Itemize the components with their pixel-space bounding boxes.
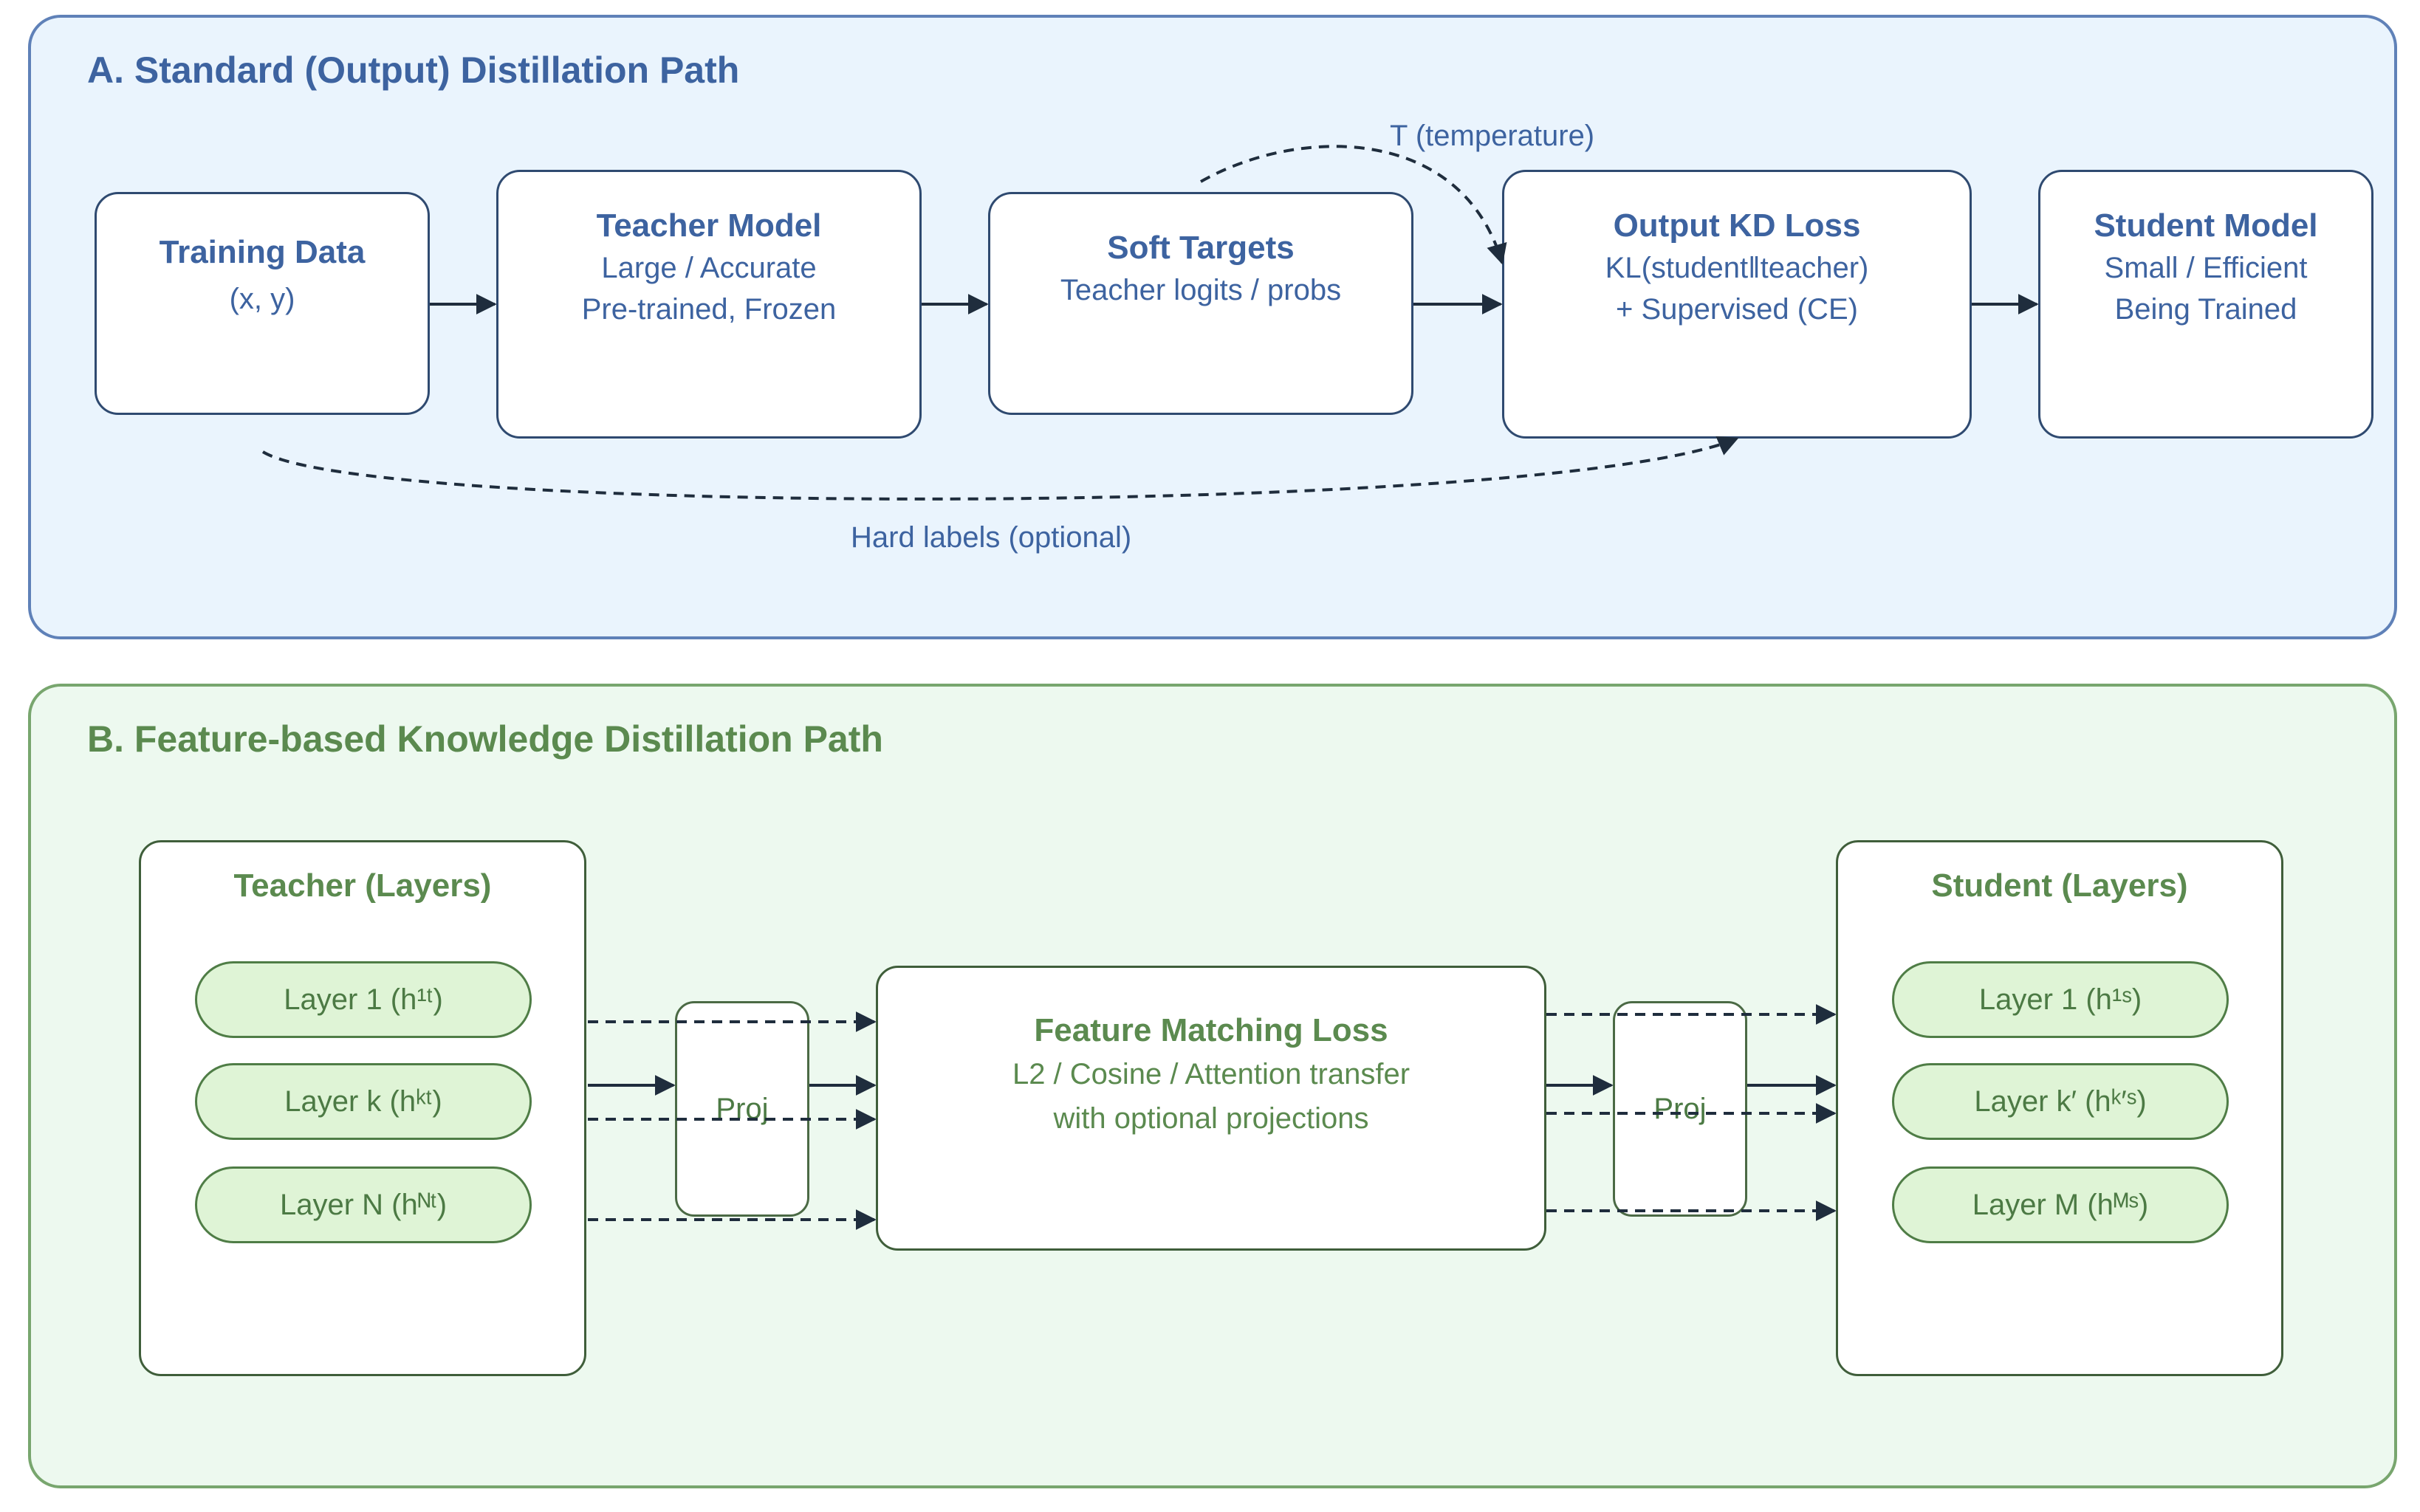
hard-labels-label: Hard labels (optional) xyxy=(851,521,1132,554)
feature-matching-loss-line1: L2 / Cosine / Attention transfer xyxy=(1012,1058,1410,1090)
output-kd-loss-line1: KL(student‖teacher) xyxy=(1605,252,1869,284)
teacher-layer-1: Layer 1 (h¹ᵗ) xyxy=(195,961,532,1038)
feature-matching-loss-title: Feature Matching Loss xyxy=(1034,1012,1388,1048)
teacher-layer-k: Layer k (hᵏᵗ) xyxy=(195,1063,532,1140)
soft-targets-line1: Teacher logits / probs xyxy=(1060,274,1342,306)
output-kd-loss-title: Output KD Loss xyxy=(1613,207,1861,244)
training-data-subtitle: (x, y) xyxy=(229,283,295,315)
training-data-title: Training Data xyxy=(159,234,366,270)
feature-matching-loss-box: Feature Matching Loss L2 / Cosine / Atte… xyxy=(876,966,1546,1251)
student-layer-k: Layer k′ (hᵏ′ˢ) xyxy=(1892,1063,2229,1140)
proj-left-box: Proj xyxy=(675,1001,809,1217)
teacher-model-line1: Large / Accurate xyxy=(601,252,817,284)
proj-right-box: Proj xyxy=(1613,1001,1747,1217)
panel-b-title: B. Feature-based Knowledge Distillation … xyxy=(87,718,883,760)
arrow-hard-labels-curve xyxy=(261,436,1739,501)
student-model-line2: Being Trained xyxy=(2114,293,2297,326)
teacher-model-line2: Pre-trained, Frozen xyxy=(581,293,837,326)
student-layers-title: Student (Layers) xyxy=(1931,867,2188,904)
student-model-title: Student Model xyxy=(2094,207,2318,244)
student-layer-1: Layer 1 (h¹ˢ) xyxy=(1892,961,2229,1038)
student-model-box: Student Model Small / Efficient Being Tr… xyxy=(2038,170,2373,439)
temperature-label: T (temperature) xyxy=(1390,120,1595,152)
output-kd-loss-line2: + Supervised (CE) xyxy=(1616,293,1858,326)
soft-targets-title: Soft Targets xyxy=(1107,230,1295,266)
output-kd-loss-box: Output KD Loss KL(student‖teacher) + Sup… xyxy=(1502,170,1972,439)
teacher-layer-n: Layer N (hᴺᵗ) xyxy=(195,1166,532,1243)
teacher-layers-title: Teacher (Layers) xyxy=(233,867,492,904)
panel-a-title: A. Standard (Output) Distillation Path xyxy=(87,49,740,91)
training-data-box: Training Data (x, y) xyxy=(95,192,430,415)
feature-matching-loss-line2: with optional projections xyxy=(1053,1102,1369,1135)
soft-targets-box: Soft Targets Teacher logits / probs xyxy=(988,192,1413,415)
teacher-model-title: Teacher Model xyxy=(596,207,822,244)
student-layer-m: Layer M (hᴹˢ) xyxy=(1892,1166,2229,1243)
arrow-temperature-curve xyxy=(1200,145,1507,265)
teacher-model-box: Teacher Model Large / Accurate Pre-train… xyxy=(496,170,922,439)
student-model-line1: Small / Efficient xyxy=(2104,252,2308,284)
